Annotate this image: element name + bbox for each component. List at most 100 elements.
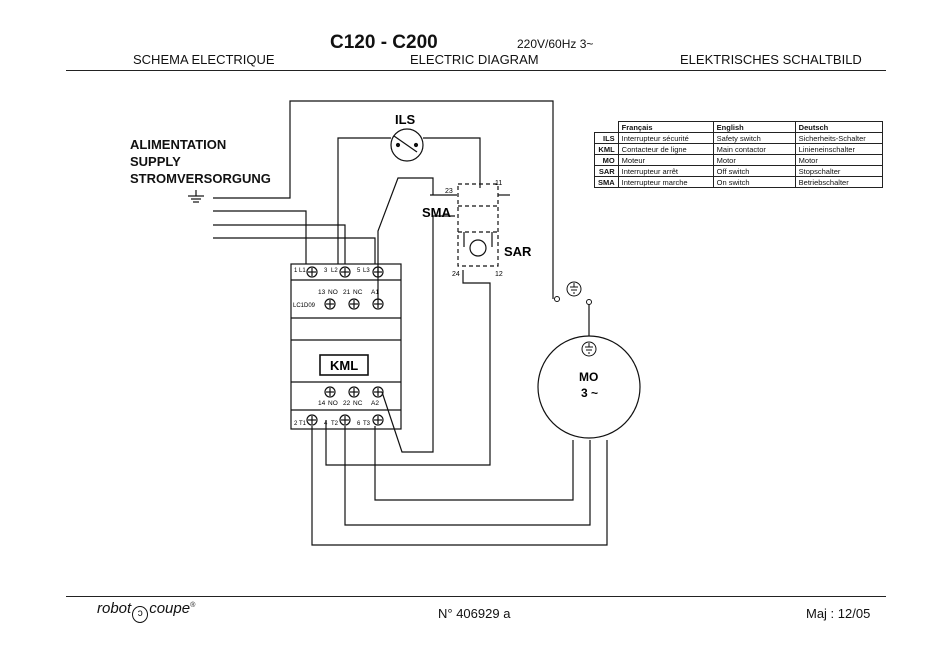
legend-en: Off switch	[712, 165, 796, 177]
legend-abbr: ILS	[594, 132, 619, 144]
legend-row: ILS Interrupteur sécurité Safety switch …	[594, 132, 883, 144]
legend-de: Motor	[794, 154, 883, 166]
ils-label: ILS	[395, 112, 416, 127]
wire-t2	[344, 426, 591, 526]
legend-de: Stopschalter	[794, 165, 883, 177]
motor-label-line1: MO	[579, 370, 598, 384]
legend-header-fr: Français	[617, 121, 714, 133]
switch-button-icon	[469, 239, 487, 257]
terminal-t3: T3	[363, 421, 371, 427]
legend-fr: Interrupteur arrêt	[617, 165, 714, 177]
motor-earth-icon	[581, 341, 597, 357]
wire-sw-bottom	[325, 270, 491, 466]
legend-fr: Interrupteur marche	[617, 176, 714, 188]
terminal-nc-bottom: NC	[353, 400, 363, 407]
legend-fr: Contacteur de ligne	[617, 143, 714, 155]
terminal-14: 14	[318, 400, 326, 407]
contactor-model-label: LC1D09	[293, 303, 316, 309]
voltage-label: 220V/60Hz 3~	[517, 37, 594, 51]
brand-name-left: robot	[97, 600, 132, 617]
contactor-kml-body	[290, 263, 402, 430]
motor-label-line2: 3 ~	[581, 386, 598, 400]
earth-symbol-icon	[566, 281, 582, 297]
sma-label: SMA	[422, 205, 452, 220]
terminal-11: 11	[495, 180, 502, 187]
terminal-a2: A2	[371, 400, 379, 407]
motor-mo	[537, 335, 641, 439]
wire-ils-right	[423, 137, 481, 188]
legend-fr: Moteur	[617, 154, 714, 166]
legend-fr: Interrupteur sécurité	[617, 132, 714, 144]
sar-label: SAR	[504, 244, 532, 259]
terminal-nc-top: NC	[353, 289, 363, 296]
terminal-screws-bottom	[306, 414, 384, 426]
title-french: SCHEMA ELECTRIQUE	[133, 52, 275, 67]
legend-table: Français English Deutsch ILS Interrupteu…	[594, 121, 883, 188]
terminal-5: 5	[357, 268, 361, 274]
terminal-12: 12	[495, 271, 503, 278]
supply-label-en: SUPPLY	[130, 154, 181, 169]
terminal-2: 2	[294, 421, 298, 427]
wire-earth	[213, 100, 554, 299]
legend-row: MO Moteur Motor Motor	[594, 154, 883, 166]
document-number: N° 406929 a	[438, 606, 511, 621]
terminal-t1: T1	[299, 421, 307, 427]
terminal-l3: L3	[363, 268, 370, 274]
terminal-a1: A1	[371, 289, 379, 296]
legend-de: Linieneinschalter	[794, 143, 883, 155]
terminal-screws-top	[306, 266, 384, 278]
terminal-24: 24	[452, 271, 460, 278]
wire-ils-left	[337, 137, 391, 264]
terminal-3: 3	[324, 268, 328, 274]
terminal-21: 21	[343, 289, 351, 296]
terminal-no-bottom: NO	[328, 400, 338, 407]
wire-l3	[213, 237, 376, 264]
terminal-l1: L1	[299, 268, 306, 274]
terminal-1: 1	[294, 268, 298, 274]
wire-a1	[377, 177, 434, 300]
terminal-screws-aux-bottom	[324, 386, 384, 398]
terminal-23: 23	[445, 188, 453, 195]
legend-abbr: KML	[594, 143, 619, 155]
ils-switch-icon	[390, 128, 424, 162]
wire-l2	[213, 224, 346, 264]
legend-en: Main contactor	[712, 143, 796, 155]
supply-label-fr: ALIMENTATION	[130, 137, 227, 152]
legend-en: On switch	[712, 176, 796, 188]
legend-abbr: SMA	[594, 176, 619, 188]
legend-abbr: SAR	[594, 165, 619, 177]
terminal-4: 4	[324, 421, 328, 427]
wire-t3	[374, 426, 574, 501]
terminal-screws-aux-top	[324, 298, 384, 310]
header-rule	[66, 70, 886, 71]
brand-mark-icon: ↄ	[132, 606, 149, 623]
brand-name-right: coupe	[149, 600, 191, 617]
brand-registered: ®	[190, 602, 196, 609]
legend-header-en: English	[712, 121, 796, 133]
terminal-6: 6	[357, 421, 361, 427]
supply-ground-icon	[188, 190, 204, 203]
revision-label: Maj : 12/05	[806, 606, 871, 621]
legend-row: KML Contacteur de ligne Main contactor L…	[594, 143, 883, 155]
legend-abbr: MO	[594, 154, 619, 166]
legend-de: Betriebschalter	[794, 176, 883, 188]
title-german: ELEKTRISCHES SCHALTBILD	[680, 52, 862, 67]
kml-label: KML	[330, 358, 358, 373]
terminal-13: 13	[318, 289, 326, 296]
legend-en: Motor	[712, 154, 796, 166]
legend-header-de: Deutsch	[794, 121, 883, 133]
model-title: C120 - C200	[330, 32, 438, 53]
title-english: ELECTRIC DIAGRAM	[410, 52, 539, 67]
legend-de: Sicherheits-Schalter	[794, 132, 883, 144]
legend-row: SMA Interrupteur marche On switch Betrie…	[594, 176, 883, 188]
legend-row: SAR Interrupteur arrêt Off switch Stopsc…	[594, 165, 883, 177]
terminal-t2: T2	[331, 421, 339, 427]
legend-header-row: Français English Deutsch	[595, 121, 883, 133]
legend-en: Safety switch	[712, 132, 796, 144]
wire-a2	[381, 215, 455, 453]
terminal-no-top: NO	[328, 289, 338, 296]
supply-label-de: STROMVERSORGUNG	[130, 171, 271, 186]
footer-rule	[66, 596, 886, 597]
terminal-22: 22	[343, 400, 351, 407]
